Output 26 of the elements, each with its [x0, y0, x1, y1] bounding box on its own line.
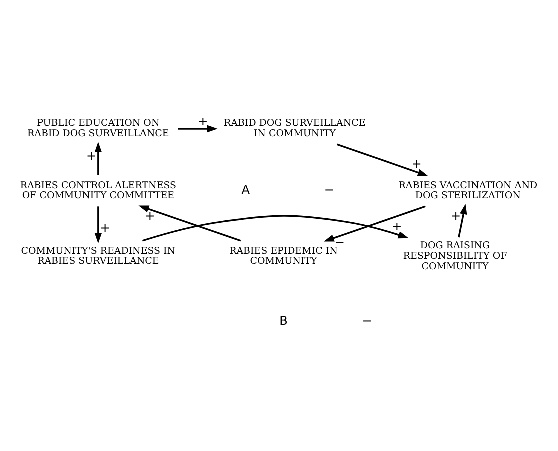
label: −: [324, 183, 334, 198]
node-text: PUBLIC EDUCATION ON RABID DOG SURVEILLANCE: [28, 118, 170, 140]
arrow: [94, 142, 102, 176]
arrow: [324, 206, 426, 242]
arrow: [94, 206, 102, 244]
node-text: COMMUNITY'S READINESS IN RABIES SURVEILLANCE: [21, 246, 176, 268]
edge-label: +: [198, 114, 208, 128]
edge-label: +: [392, 219, 402, 234]
arrow: [138, 206, 242, 242]
arrow: [458, 204, 468, 238]
label: −: [362, 314, 372, 328]
node-text: RABID DOG SURVEILLANCE IN COMMUNITY: [224, 118, 366, 140]
edge-label: +: [145, 209, 156, 224]
label: A: [242, 183, 250, 198]
arrow: [142, 215, 409, 242]
label: B: [280, 314, 288, 328]
edge-label: +: [412, 157, 422, 172]
edge-label: +: [100, 221, 110, 236]
edge-label: +: [451, 209, 462, 224]
edge-label: +: [86, 148, 97, 163]
node-text: RABIES CONTROL ALERTNESS OF COMMUNITY COMMITTEE: [20, 180, 177, 202]
node-text: RABIES EPIDEMIC IN COMMUNITY: [230, 246, 338, 268]
node-text: RABIES VACCINATION AND DOG STERILIZATION: [398, 180, 538, 202]
node-text: DOG RAISING RESPONSIBILITY OF COMMUNITY: [403, 240, 508, 272]
arrow: [336, 144, 428, 176]
arrow: [178, 125, 218, 133]
